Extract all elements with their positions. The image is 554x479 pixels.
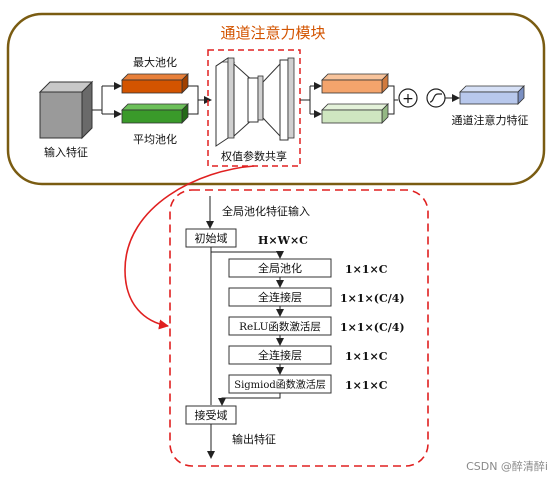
step-5: Sigmiod函数激活层 1×1×C [228,374,388,394]
init-domain-label: 初始域 [195,231,228,245]
split-out-line [300,86,311,114]
step-3-dim: 1×1×(C/4) [340,321,405,334]
mlp-out-bar-max [321,73,389,94]
step-1-dim: 1×1×C [345,263,388,276]
watermark: CSDN @醉清醉i [466,459,548,473]
add-operation-icon [398,88,418,108]
step-4-label: 全连接层 [258,348,302,362]
mlp-out-bar-avg [321,103,389,124]
receive-domain-label: 接受域 [195,409,228,422]
step5-to-receive-line [218,393,281,406]
merge-to-plus-line [388,85,398,115]
step-5-label: Sigmiod函数激活层 [234,378,326,391]
shared-weights-label: 权值参数共享 [221,149,287,163]
step-4: 全连接层 1×1×C [228,345,388,365]
channel-attention-label: 通道注意力特征 [452,113,529,127]
step-4-dim: 1×1×C [345,350,388,363]
max-pool-label: 最大池化 [133,55,177,69]
input-feature-label: 输入特征 [44,145,88,159]
step-3-label: ReLU函数激活层 [239,320,321,333]
step-2-label: 全连接层 [258,290,302,304]
sigmoid-icon [426,88,446,108]
init-domain-dim: H×W×C [258,234,308,247]
avg-pool-label: 平均池化 [133,132,177,146]
step-1: 全局池化 1×1×C [228,258,388,278]
detail-connector-arrow [124,165,255,330]
step-3: ReLU函数激活层 1×1×(C/4) [228,316,405,336]
sigmoid-curve [429,93,442,103]
detail-frame [169,189,429,467]
step-1-label: 全局池化 [258,261,302,275]
step-2-dim: 1×1×(C/4) [340,292,405,305]
step-2: 全连接层 1×1×(C/4) [228,287,405,307]
max-pool-bar [121,73,189,94]
channel-attention-bar [459,85,525,105]
detail-output-label: 输出特征 [232,432,276,446]
input-feature-cube [38,80,94,140]
branch-line-split [92,86,103,114]
step-5-dim: 1×1×C [345,379,388,392]
shared-mlp-blocks [215,57,295,147]
avg-pool-bar [121,103,189,124]
module-title: 通道注意力模块 [220,24,325,42]
detail-input-label: 全局池化特征输入 [222,204,310,218]
add-operation-symbol: + [402,91,414,107]
